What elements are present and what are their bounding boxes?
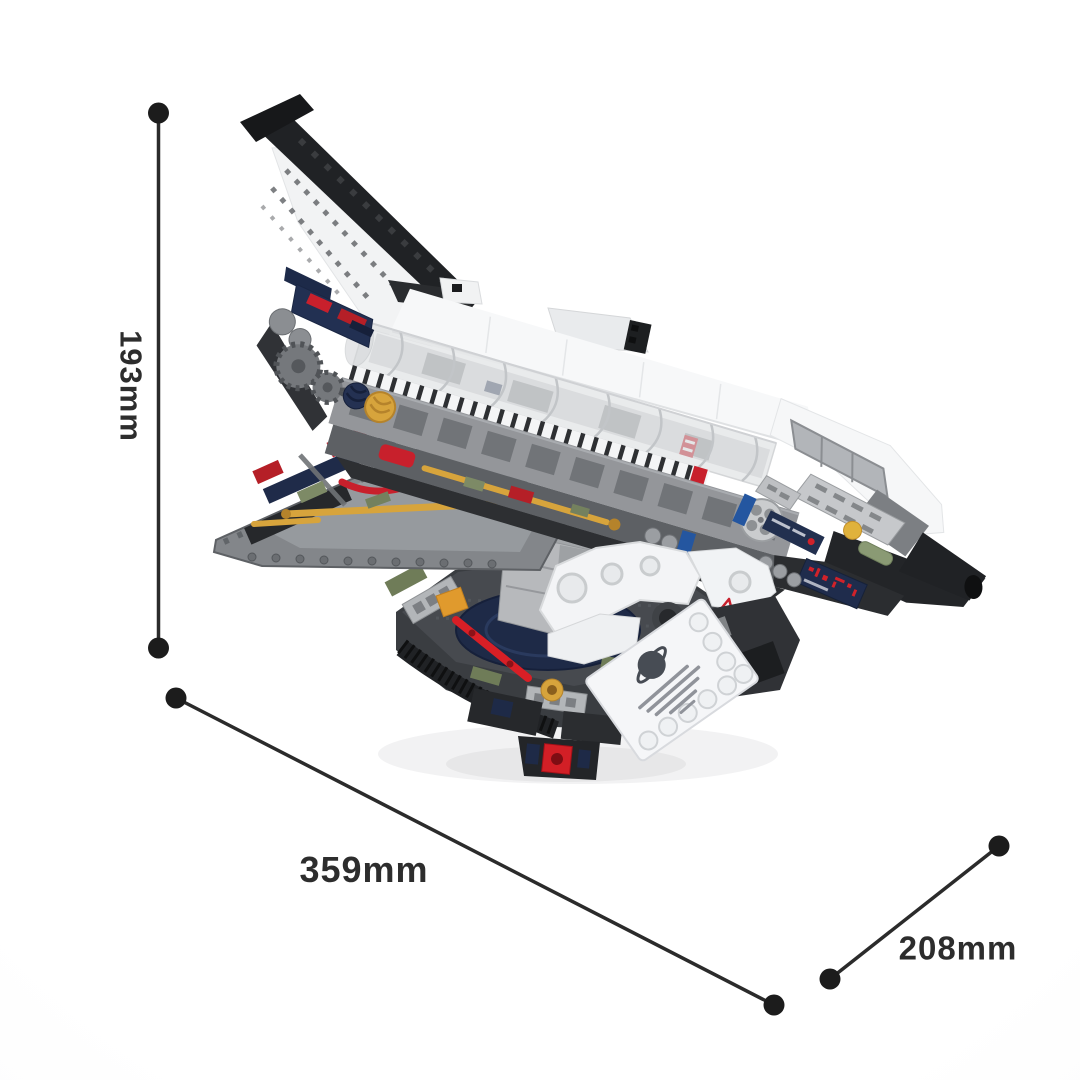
depth-dimension-label: 208mm: [898, 929, 1018, 967]
nameplate-plaque: [585, 598, 759, 762]
base-red-coupler: [541, 743, 573, 775]
height-dimension-line: [148, 102, 169, 659]
fuselage: [256, 266, 987, 616]
height-line-top-dot: [148, 102, 169, 124]
nose-underside-details: [732, 493, 894, 610]
depth-dimension-line: [819, 835, 1010, 990]
length-line-right-dot: [763, 994, 785, 1016]
fin-top-cap: [240, 94, 314, 142]
dimension-annotations: [148, 102, 1010, 1016]
side-grille: [793, 473, 906, 546]
wing-edge-studs: [247, 552, 497, 569]
support-arm: [538, 540, 777, 665]
cockpit: [754, 397, 945, 557]
engine-section: [256, 266, 397, 431]
length-dimension-line: [165, 687, 785, 1016]
shuttle-model: [212, 94, 987, 784]
hatched-stripe: [348, 365, 710, 486]
upper-hull: [389, 288, 817, 449]
plaque-text-lines: [638, 664, 701, 717]
plaque-logo-icon: [636, 646, 667, 684]
base-front-feet: [467, 688, 624, 780]
depth-line-top-dot: [988, 835, 1010, 857]
length-dimension-label: 359mm: [299, 849, 429, 890]
depth-line-bottom-dot: [819, 968, 841, 990]
ov-label-plate: [761, 510, 825, 556]
height-dimension-label: 193mm: [113, 330, 149, 442]
plaque-studs: [638, 612, 754, 751]
length-line-left-dot: [165, 687, 187, 709]
height-line-bottom-dot: [148, 637, 169, 659]
